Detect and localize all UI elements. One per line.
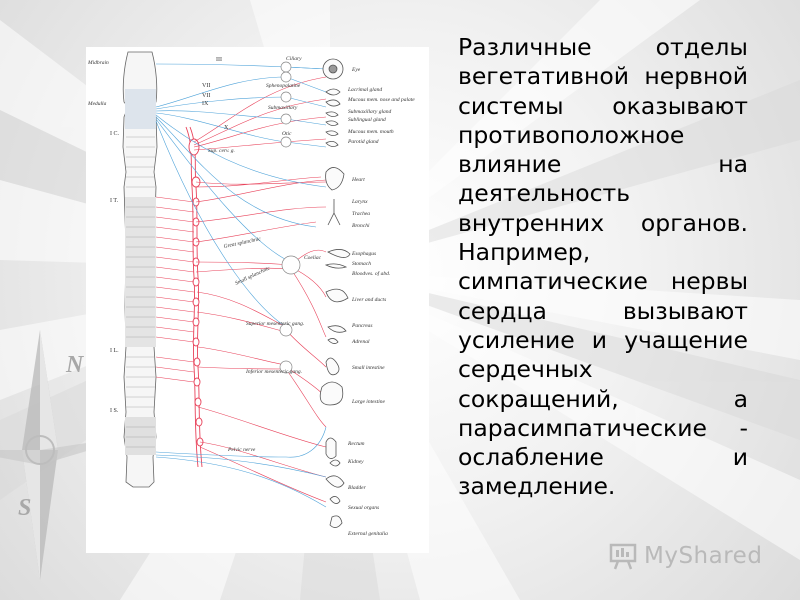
organ-label: Larynx: [351, 199, 368, 205]
organ-label: Heart: [351, 177, 365, 183]
ganglion-label-coeliac: Coeliac: [304, 255, 322, 261]
organ-label: External genitalia: [347, 531, 388, 537]
spine-label-sacral: I S.: [110, 408, 119, 414]
paragraph-text: Различные отделы вегетативной нервной си…: [458, 33, 748, 501]
organ-label: Rectum: [347, 441, 365, 447]
organ-label: Sexual organs: [348, 505, 379, 511]
ganglion-label-superior-mesenteric: Superior mesenteric gang.: [246, 321, 304, 327]
spine-label-thoracic: I T.: [110, 198, 119, 204]
spine-label-midbrain: Midbrain: [87, 60, 109, 66]
compass-letter-n: N: [66, 352, 84, 378]
organ-label: Esophagus: [351, 251, 376, 257]
ganglion-label-otic: Otic: [282, 131, 292, 137]
compass-rose-icon: [0, 330, 140, 580]
spine-label-medulla: Medulla: [87, 101, 107, 107]
sympathetic-chain: [155, 126, 204, 468]
parasympathetic-fibres: [155, 63, 327, 508]
compass-letter-s: S: [18, 495, 32, 521]
watermark-text: MyShared: [644, 543, 763, 569]
organ-label: Parotid gland: [347, 139, 379, 145]
nerve-label-x: X: [224, 125, 229, 131]
organ-label: Trachea: [352, 211, 370, 217]
organ-label: Adrenal: [351, 339, 370, 345]
spine-label-cervical: I C.: [110, 131, 120, 137]
organ-label: Mucous mem. nose and palate: [347, 97, 415, 103]
spine-label-lumbar: I L.: [110, 348, 119, 354]
organ-label: Lacrimal gland: [347, 87, 382, 93]
ganglia: [279, 61, 301, 374]
ganglion-label-submaxillary: Submaxillary: [268, 105, 298, 111]
organ-label: Bladder: [348, 485, 367, 491]
autonomic-nervous-system-diagram: Midbrain Medulla I C. I T. I L. I S.: [86, 47, 429, 553]
nerve-label-vii-a: VII: [202, 83, 210, 89]
organ-label: Submaxillary gland: [348, 109, 391, 115]
organ-label: Large intestine: [351, 399, 386, 405]
organ-label: Kidney: [347, 459, 364, 465]
organ-label: Pancreas: [351, 323, 373, 329]
ganglion-label-ciliary: Ciliary: [286, 56, 302, 62]
ganglion-label-sphenopalatine: Sphenopalatine: [266, 83, 301, 89]
organ-labels: Eye Lacrimal gland Mucous mem. nose and …: [347, 67, 415, 537]
slide-paragraph: Различные отделы вегетативной нервной си…: [458, 33, 748, 502]
organ-label: Mucous mem. mouth: [347, 129, 394, 135]
organ-label: Bloodves. of abd.: [352, 270, 390, 277]
diagram-canvas: Midbrain Medulla I C. I T. I L. I S.: [87, 51, 415, 537]
nerve-label-iii: III: [216, 57, 222, 63]
organ-label: Bronchi: [352, 223, 370, 229]
ganglion-label-sup-cerv: Sup. cerv. g.: [208, 148, 235, 154]
presentation-screen-icon: [609, 543, 637, 570]
myshared-watermark: MyShared: [608, 536, 778, 576]
ganglion-label-inferior-mesenteric: Inferior mesenteric gang.: [245, 368, 302, 375]
organ-label: Sublingual gland: [348, 117, 386, 123]
organ-icons: [319, 58, 351, 528]
organ-label: Stomach: [352, 261, 371, 267]
organ-label: Small intestine: [352, 365, 385, 371]
spinal-cord: [122, 51, 158, 488]
nerve-label-ix: IX: [202, 101, 209, 107]
ganglion-label-pelvic-nerve: Pelvic nerve: [227, 447, 256, 453]
organ-label: Eye: [351, 67, 361, 73]
organ-label: Liver and ducts: [351, 297, 386, 303]
sympathetic-fibres: [193, 76, 327, 503]
nerve-label-vii-b: VII: [202, 93, 210, 99]
ganglion-label-great-splanchnic: Great splanchnic: [223, 236, 262, 250]
